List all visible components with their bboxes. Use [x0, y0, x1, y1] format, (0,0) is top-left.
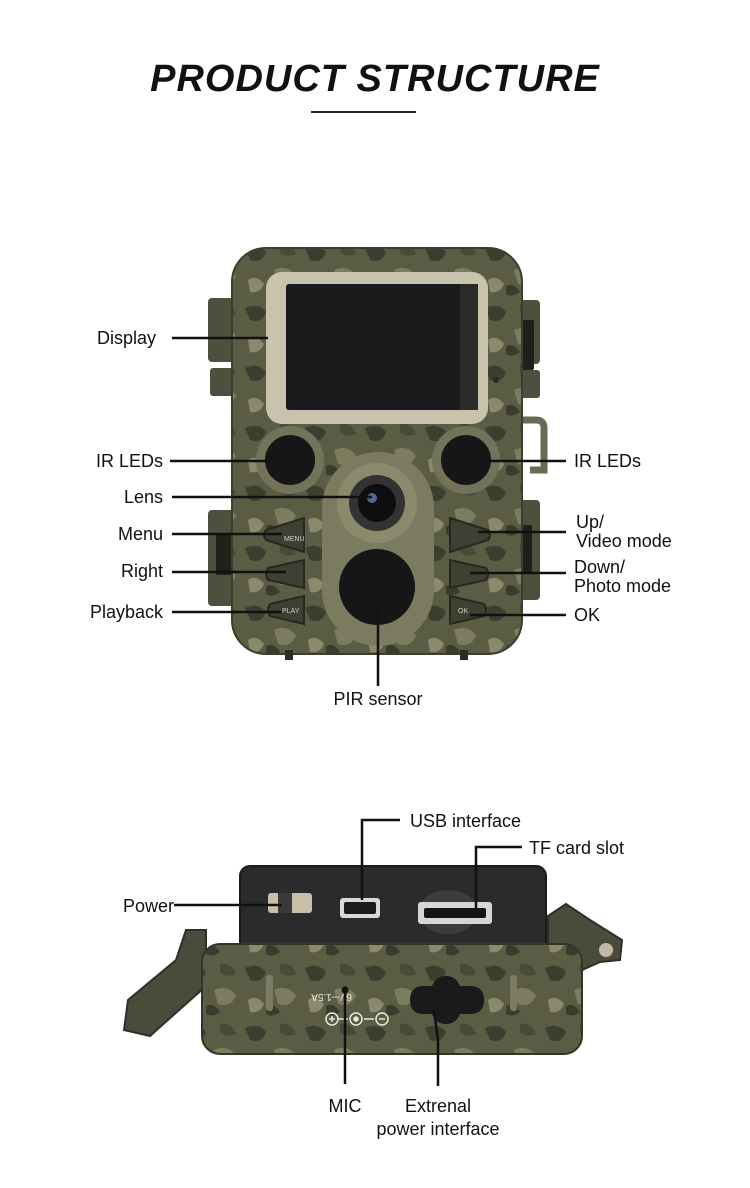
label-menu: Menu [117, 524, 163, 544]
label-tf-card-slot: TF card slot [529, 838, 625, 858]
page-title: PRODUCT STRUCTURE [150, 58, 600, 100]
label-up-line1: Up/ [576, 512, 605, 532]
label-external-power-line2: power interface [376, 1119, 500, 1139]
label-up-line2: Video mode [576, 531, 672, 551]
camera-front-view: MENU PLAY OK [208, 247, 548, 660]
label-right: Right [120, 561, 163, 581]
right-button-shape [265, 558, 305, 590]
usb-port-icon [344, 902, 376, 914]
label-ir-leds-right: IR LEDs [574, 451, 642, 471]
ok-button-text: OK [458, 608, 468, 615]
label-lens: Lens [123, 487, 163, 507]
label-ok: OK [574, 605, 601, 625]
label-display: Display [96, 328, 156, 348]
label-down-line2: Photo mode [574, 576, 672, 596]
tf-card-slot-icon [424, 908, 486, 918]
label-ir-leds-left: IR LEDs [95, 451, 163, 471]
lens-icon [358, 484, 396, 522]
playback-button-text: PLAY [282, 608, 300, 615]
camera-bottom-view: 6V⎓1.5A [122, 865, 624, 1055]
ir-led-left-icon [265, 435, 315, 485]
power-rating-text: 6V⎓1.5A [311, 991, 352, 1002]
label-power: Power [122, 896, 174, 916]
menu-button-shape [263, 516, 305, 554]
pir-sensor-icon [339, 549, 415, 625]
label-external-power-line1: Extrenal [404, 1096, 472, 1116]
label-usb-interface: USB interface [410, 811, 522, 831]
down-button-shape [449, 558, 489, 590]
menu-button-text: MENU [284, 536, 305, 543]
up-button-shape [449, 516, 491, 554]
external-power-cover-icon [410, 976, 484, 1024]
polarity-symbol-icon [325, 1012, 389, 1026]
label-playback: Playback [89, 602, 163, 622]
leader-lines [170, 336, 566, 1086]
label-pir-sensor: PIR sensor [333, 689, 423, 709]
display-screen [286, 284, 466, 410]
ir-led-right-icon [441, 435, 491, 485]
label-mic: MIC [328, 1096, 362, 1116]
title-underline [311, 111, 416, 113]
label-down-line1: Down/ [574, 557, 626, 577]
